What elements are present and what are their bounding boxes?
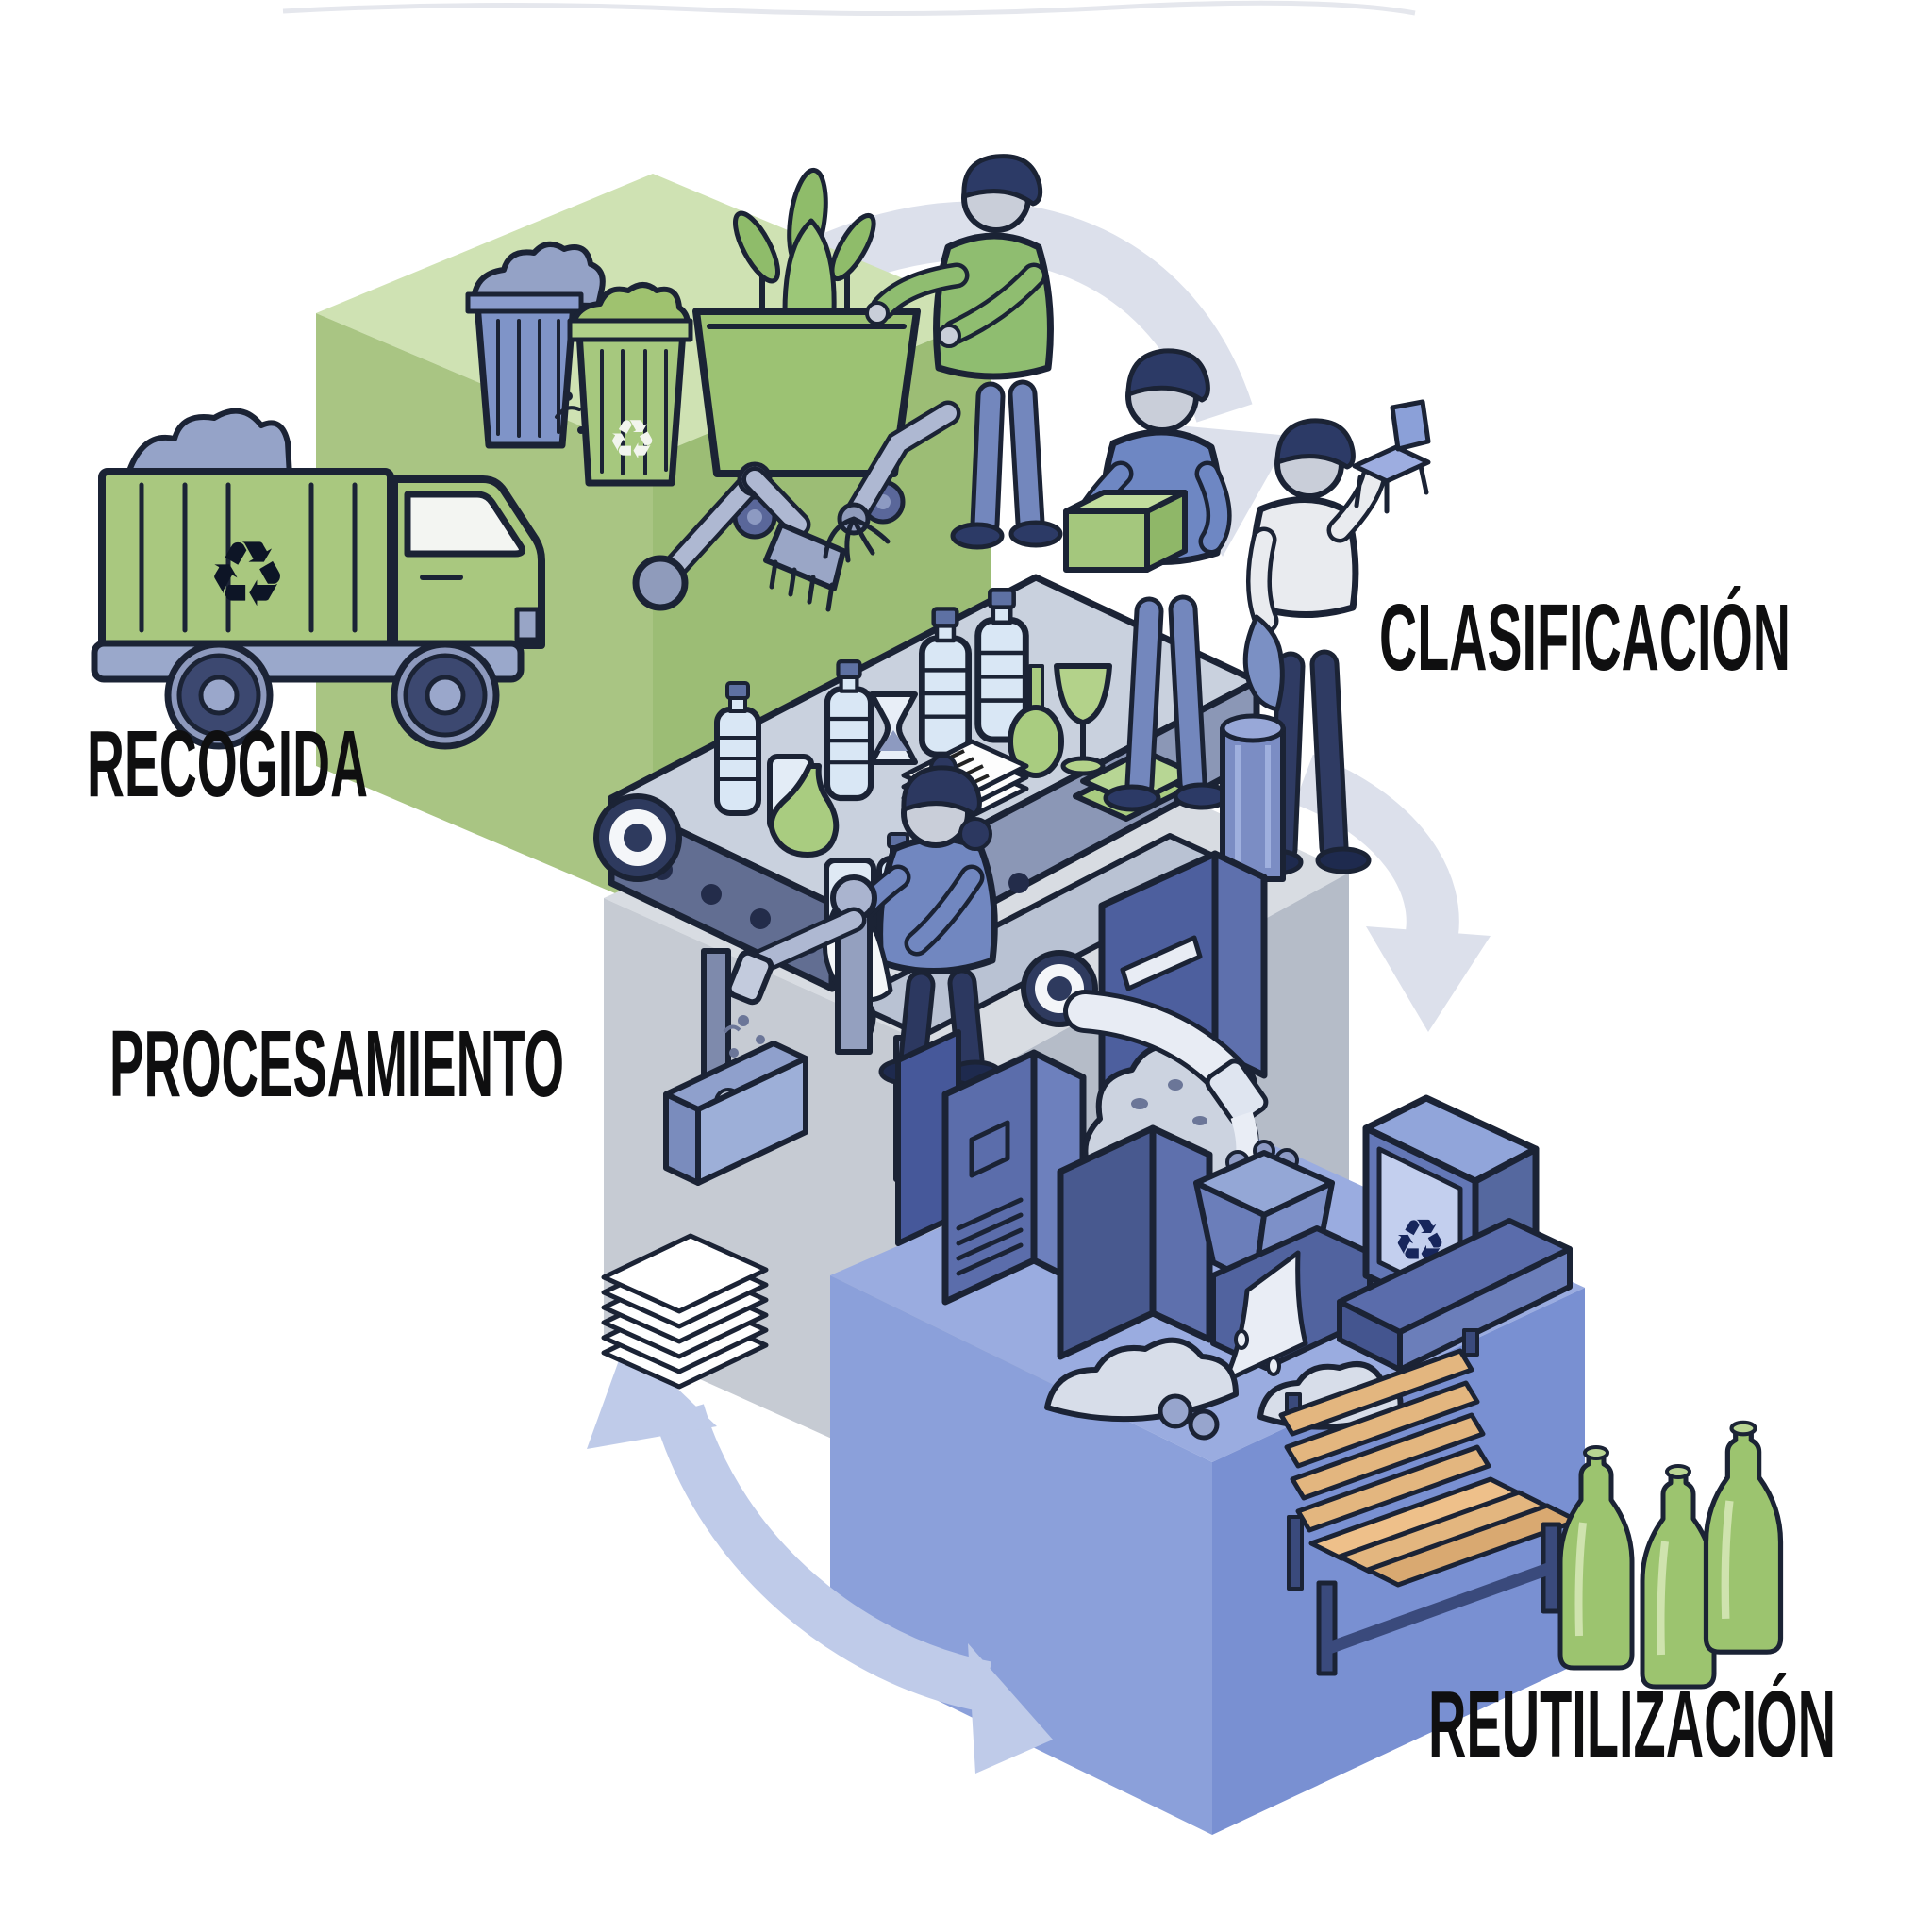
wheeled-green-container-icon (692, 167, 921, 540)
blue-trash-bin-icon (465, 241, 606, 449)
park-bench-icon (1278, 1328, 1580, 1676)
truck-wheel-rear (164, 641, 274, 750)
paper-stack-output-icon (601, 1233, 769, 1390)
bin-recycle-symbol: ♻ (608, 408, 657, 472)
label-clasificacion: CLASIFICACIÓN (1379, 585, 1790, 691)
blue-cloth-icon (1242, 614, 1285, 712)
small-chair-icon (1352, 399, 1431, 514)
faint-top-line (282, 0, 1416, 17)
truck-recycle-symbol: ♻ (207, 522, 288, 627)
waste-bins-group: ♻ (465, 154, 1063, 550)
arrow-reuse-cycle-icon (587, 1340, 1053, 1774)
person-collection-worker (865, 154, 1063, 550)
hourglass-icon (869, 691, 918, 765)
green-box-icon (1063, 490, 1188, 573)
processing-pour-arm-icon (601, 874, 877, 1390)
green-recycle-bin-icon: ♻ (567, 282, 693, 487)
label-recogida: RECOGIDA (87, 711, 368, 817)
pipe-cylinder-icon (1220, 713, 1286, 882)
collection-tray-icon (663, 1041, 808, 1186)
green-glassware-icons (768, 663, 1112, 858)
robot-arm-claw-icon (823, 400, 961, 563)
shredder-machinery-group: ♻ (895, 713, 1573, 1441)
label-procesamiento: PROCESAMIENTO (109, 1011, 564, 1117)
person-sorter-blue (1063, 348, 1232, 812)
white-feeder-arm-icon (1063, 990, 1269, 1158)
green-bottles-icon (1557, 1420, 1784, 1690)
recycling-truck-icon: ♻ (91, 408, 545, 750)
recycle-output-machine-icon: ♻ (1337, 1094, 1573, 1373)
truck-wheel-front (391, 641, 500, 750)
robot-arm-brush-icon (632, 461, 846, 612)
label-reutilizacion: REUTILIZACIÓN (1428, 1672, 1836, 1777)
